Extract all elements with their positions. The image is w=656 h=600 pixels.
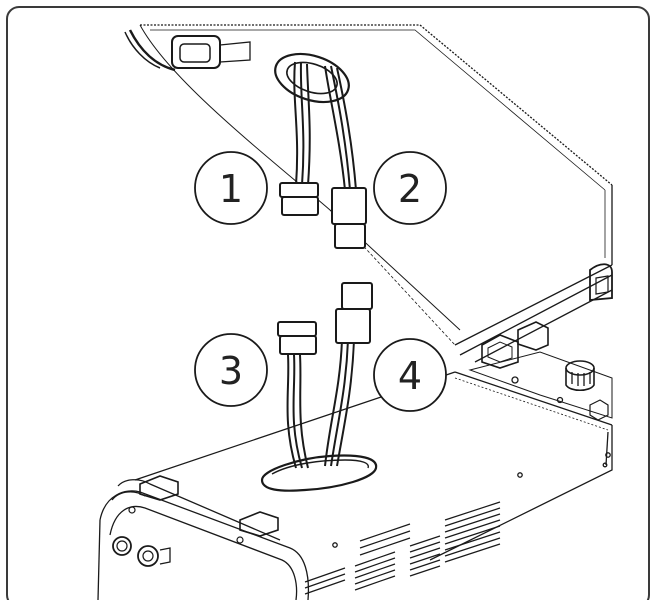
connector-2-plug <box>331 187 367 249</box>
callout-4-label: 4 <box>398 354 422 398</box>
border-frame <box>6 6 650 600</box>
connector-3-plug <box>277 321 317 355</box>
callout-3: 3 <box>194 333 268 407</box>
lower-cables <box>286 339 355 469</box>
callout-1-label: 1 <box>219 167 243 211</box>
callout-2-label: 2 <box>398 167 422 211</box>
connector-1-plug <box>279 182 319 216</box>
callout-2: 2 <box>373 151 447 225</box>
callout-3-label: 3 <box>219 349 243 393</box>
callout-1: 1 <box>194 151 268 225</box>
upper-cables <box>293 61 357 191</box>
connector-4-plug <box>335 282 373 344</box>
callout-4: 4 <box>373 338 447 412</box>
